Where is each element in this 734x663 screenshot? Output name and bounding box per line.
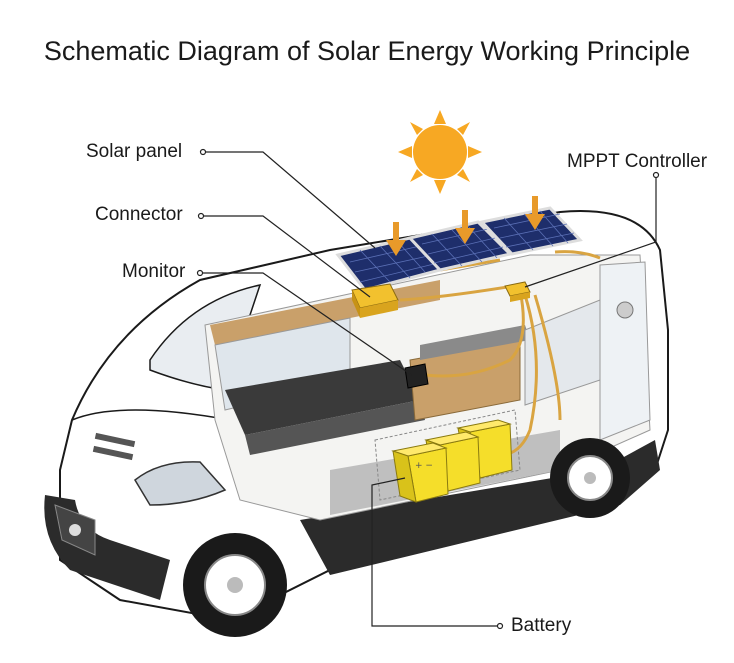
label-leader-lines (200, 151, 657, 627)
label-connector: Connector (95, 204, 183, 225)
leader-mppt (524, 175, 657, 288)
leader-endpoints (196, 148, 660, 630)
leader-battery (371, 477, 500, 627)
connector-box (351, 283, 399, 318)
front-wheel (183, 533, 287, 637)
mppt-controller-box (504, 281, 531, 302)
sun-icon (398, 110, 482, 194)
wiring (399, 250, 601, 457)
page-title: Schematic Diagram of Solar Energy Workin… (43, 36, 691, 66)
sunlight-arrows (386, 196, 545, 256)
label-mppt-controller: MPPT Controller (567, 151, 708, 172)
monitor-device (404, 363, 429, 389)
solar-panels (335, 206, 583, 292)
sunlight-arrow-2 (455, 210, 475, 244)
label-solar-panel: Solar panel (86, 141, 183, 162)
label-battery: Battery (511, 615, 572, 636)
leader-connector (201, 215, 371, 298)
solar-panel-3 (479, 206, 583, 256)
sunlight-arrow-1 (386, 222, 406, 256)
batteries: + − (391, 419, 513, 503)
label-monitor: Monitor (122, 261, 186, 282)
leader-solar-panel (203, 151, 376, 249)
wheels (183, 438, 630, 637)
rear-wheel (550, 438, 630, 518)
svg-text:+ −: + − (415, 461, 433, 471)
leader-monitor (200, 272, 414, 377)
sunlight-arrow-3 (525, 196, 545, 230)
battery-1: + − (391, 442, 449, 503)
